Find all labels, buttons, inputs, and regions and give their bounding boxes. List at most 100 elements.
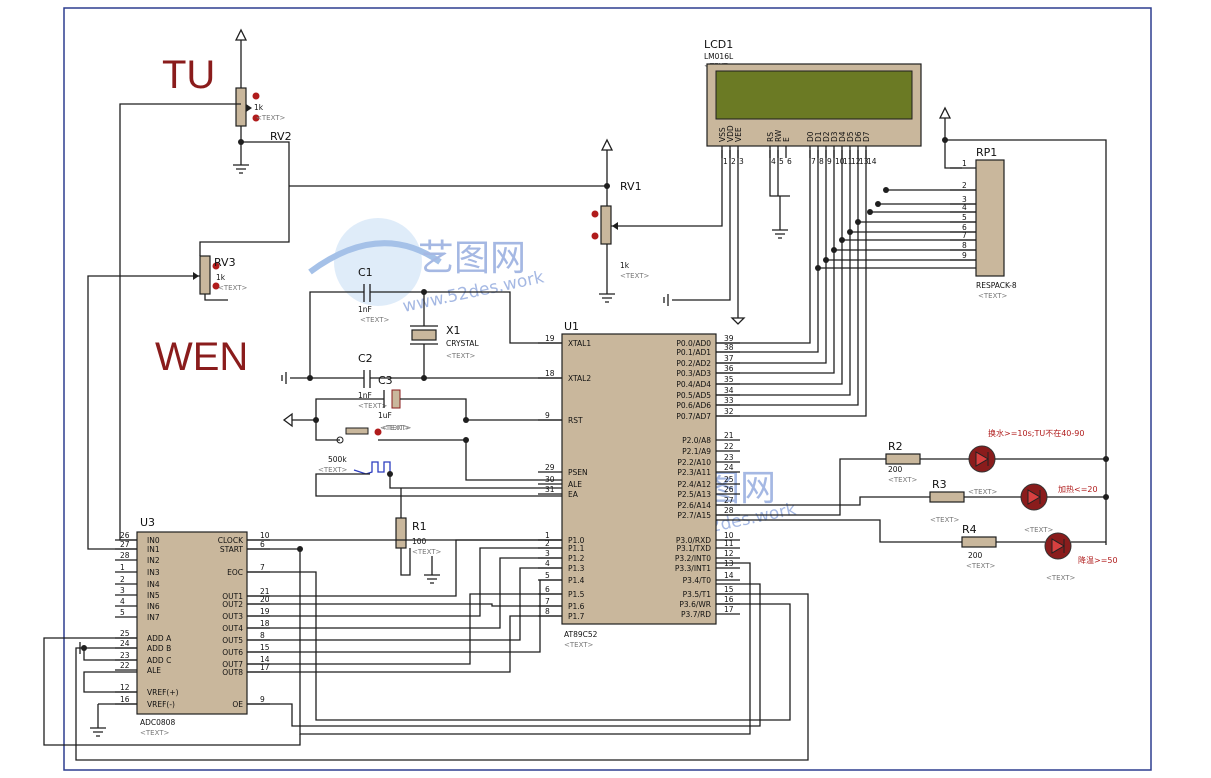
u3-left-pin-num: 3 bbox=[120, 586, 125, 595]
u1-left-pin-num: 5 bbox=[545, 571, 550, 580]
microcontroller-u1[interactable]: U1 AT89C52 <TEXT> 19XTAL118XTAL29RST29PS… bbox=[538, 320, 740, 649]
u1-right-pin-label: P2.1/A9 bbox=[682, 447, 711, 456]
lcd-pin-label: D3 bbox=[830, 131, 839, 142]
u1-right-pin-label: P2.0/A8 bbox=[682, 436, 711, 445]
u3-left-pin-num: 16 bbox=[120, 695, 130, 704]
u3-ref: U3 bbox=[140, 516, 155, 529]
rp1-pin-num: 1 bbox=[962, 159, 967, 168]
rv2-value: 1k bbox=[254, 103, 264, 112]
rv3-text: <TEXT> bbox=[218, 284, 248, 292]
rp1-pin-num: 2 bbox=[962, 181, 967, 190]
x1-text: <TEXT> bbox=[446, 352, 476, 360]
u3-left-pin-label: IN0 bbox=[147, 536, 160, 545]
u1-right-pin-num: 27 bbox=[724, 496, 734, 505]
u1-right-pin-num: 33 bbox=[724, 396, 734, 405]
resistor-r1[interactable]: R1 100 <TEXT> bbox=[395, 517, 442, 556]
lcd-pin-label: D5 bbox=[846, 131, 855, 142]
pot-rv3[interactable]: RV3 1k <TEXT> bbox=[193, 255, 248, 295]
led-3[interactable]: 降温>=50 <TEXT> bbox=[1044, 532, 1118, 582]
u1-right-pin-label: P3.7/RD bbox=[681, 610, 711, 619]
r2-text: <TEXT> bbox=[888, 476, 918, 484]
resistor-r3[interactable]: R3 <TEXT> bbox=[929, 478, 965, 524]
u1-left-pin-label: XTAL2 bbox=[568, 374, 591, 383]
u3-right-pin-num: 17 bbox=[260, 663, 270, 672]
u1-left-pin-num: 29 bbox=[545, 463, 555, 472]
pot-rv2[interactable]: 1k <TEXT> RV2 bbox=[235, 70, 292, 143]
lcd-pin-num: 8 bbox=[819, 157, 824, 166]
r1-value: 100 bbox=[412, 537, 427, 546]
c3-value: 1uF bbox=[378, 411, 392, 420]
rv1-value: 1k bbox=[620, 261, 630, 270]
rv3-value: 1k bbox=[216, 273, 226, 282]
clk-text: <TEXT> bbox=[318, 466, 348, 474]
led1-text: <TEXT> bbox=[968, 488, 998, 496]
u1-right-pin-label: P0.3/AD3 bbox=[676, 369, 711, 378]
u1-right-pin-num: 17 bbox=[724, 605, 734, 614]
u3-right-pin-num: 19 bbox=[260, 607, 270, 616]
lcd-pin-label: D0 bbox=[806, 131, 815, 142]
u3-right-pin-label: OUT3 bbox=[222, 612, 243, 621]
u1-right-pin-num: 34 bbox=[724, 386, 734, 395]
u3-right-pin-label: EOC bbox=[227, 568, 243, 577]
c2-value: 1nF bbox=[358, 391, 372, 400]
u3-left-pin-label: IN3 bbox=[147, 568, 160, 577]
capacitor-c2[interactable]: C2 1nF <TEXT> bbox=[358, 352, 388, 410]
u3-right-pin-num: 21 bbox=[260, 587, 270, 596]
c1-text: <TEXT> bbox=[360, 316, 390, 324]
led-2[interactable]: 加热<=20 <TEXT> bbox=[1020, 483, 1098, 534]
u3-right-pin-num: 9 bbox=[260, 695, 265, 704]
x1-ref: X1 bbox=[446, 324, 461, 337]
resistor-r2[interactable]: R2 200 <TEXT> bbox=[885, 440, 921, 484]
u1-left-pin-label: P1.4 bbox=[568, 576, 585, 585]
u3-left-pin-num: 27 bbox=[120, 540, 130, 549]
wiring bbox=[43, 28, 1107, 761]
u1-right-pin-label: P3.2/INT0 bbox=[675, 554, 711, 563]
u3-left-pin-num: 5 bbox=[120, 608, 125, 617]
resistor-r4[interactable]: R4 200 <TEXT> bbox=[961, 523, 997, 570]
u1-right-pin-num: 26 bbox=[724, 485, 734, 494]
x1-part: CRYSTAL bbox=[446, 339, 479, 348]
u1-right-pin-num: 35 bbox=[724, 375, 734, 384]
lcd-pin-num: 9 bbox=[827, 157, 832, 166]
u1-pin-group: 19XTAL118XTAL29RST29PSEN30ALE31EA1P1.02P… bbox=[538, 334, 740, 621]
u1-right-pin-num: 14 bbox=[724, 571, 734, 580]
junctions bbox=[81, 137, 1109, 651]
crystal-x1[interactable]: X1 CRYSTAL <TEXT> bbox=[410, 324, 479, 360]
u3-right-pin-num: 14 bbox=[260, 655, 270, 664]
rv2-ref: RV2 bbox=[270, 130, 292, 143]
u3-left-pin-num: 24 bbox=[120, 639, 130, 648]
lcd-pin-label: E bbox=[782, 137, 791, 142]
rp1-body bbox=[975, 159, 1005, 277]
u3-left-pin-label: IN2 bbox=[147, 556, 160, 565]
u1-left-pin-label: P1.6 bbox=[568, 602, 585, 611]
u1-left-pin-label: EA bbox=[568, 490, 579, 499]
clock-source[interactable]: 500k <TEXT> bbox=[318, 455, 391, 475]
rp1-ref: RP1 bbox=[976, 146, 997, 159]
lcd-pin-label: VDD bbox=[726, 125, 735, 142]
u1-left-pin-num: 9 bbox=[545, 411, 550, 420]
r4-value: 200 bbox=[968, 551, 983, 560]
r4-text: <TEXT> bbox=[966, 562, 996, 570]
lcd-display[interactable]: LCD1 LM016L <TEXT> VSS1VDD2VEE3RS4RW5E6D… bbox=[704, 38, 922, 166]
capacitor-c1[interactable]: C1 1nF <TEXT> bbox=[358, 266, 390, 324]
rv2-text: <TEXT> bbox=[256, 114, 286, 122]
u1-right-pin-label: P2.6/A14 bbox=[677, 501, 711, 510]
u1-right-pin-label: P0.4/AD4 bbox=[676, 380, 711, 389]
adc-u3[interactable]: U3 ADC0808 <TEXT> 26IN027IN128IN21IN32IN… bbox=[115, 516, 270, 737]
u1-left-pin-num: 2 bbox=[545, 539, 550, 548]
clk-value: 500k bbox=[328, 455, 347, 464]
u1-right-pin-label: P2.5/A13 bbox=[677, 490, 711, 499]
u1-left-pin-num: 6 bbox=[545, 585, 550, 594]
u1-body bbox=[561, 333, 717, 625]
u3-right-pin-label: OUT1 bbox=[222, 592, 243, 601]
pot-rv1[interactable]: RV1 1k <TEXT> bbox=[591, 180, 650, 280]
u1-left-pin-label: P1.1 bbox=[568, 544, 585, 553]
u1-right-pin-num: 38 bbox=[724, 343, 734, 352]
u1-left-pin-num: 18 bbox=[545, 369, 555, 378]
led-1[interactable]: 换水>=10s;TU不在40-90 bbox=[968, 428, 1084, 473]
u1-right-pin-num: 10 bbox=[724, 531, 734, 540]
u3-text: <TEXT> bbox=[140, 729, 170, 737]
